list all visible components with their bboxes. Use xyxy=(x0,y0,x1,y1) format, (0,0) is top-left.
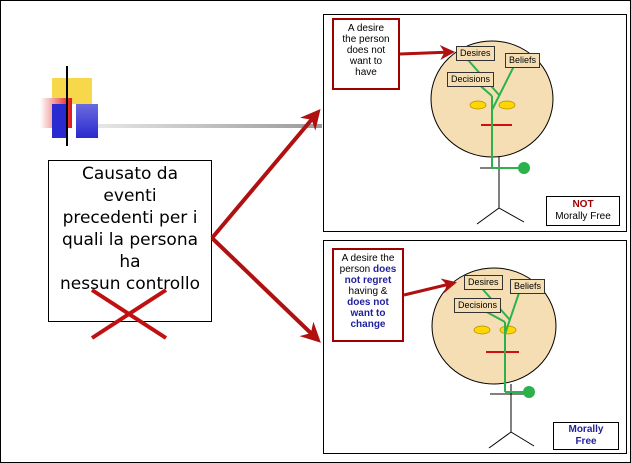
leg-right xyxy=(510,431,535,447)
leg-left xyxy=(476,207,500,225)
hand-ball-icon xyxy=(518,162,530,174)
tag-desires: Desires xyxy=(456,46,495,61)
status-line: Morally Free xyxy=(555,211,611,222)
leg-left xyxy=(488,431,512,449)
desire-line: A desire xyxy=(347,23,385,34)
cross-out-mark xyxy=(90,288,168,340)
cause-line: ha xyxy=(119,252,141,272)
cause-line: quali la persona xyxy=(61,230,199,250)
tag-decisions: Decisions xyxy=(447,72,495,87)
desire-emphasis: change xyxy=(350,319,386,330)
top-desire-box: A desire the person does not want to hav… xyxy=(332,18,400,90)
desire-line: the person xyxy=(342,34,390,45)
arrow-to-top-panel xyxy=(210,108,321,240)
desire-pointer-arrow xyxy=(399,44,455,60)
desire-line: want to xyxy=(349,56,383,67)
cause-text: Causato da eventi precedenti per i quali… xyxy=(48,163,212,295)
eye-right-icon xyxy=(498,100,516,110)
status-badge-free: Morally Free xyxy=(553,422,619,450)
desire-line: have xyxy=(355,67,377,78)
desire-line: does not xyxy=(346,45,386,56)
arrow-to-bottom-panel xyxy=(210,236,321,343)
decision-stem xyxy=(477,283,521,392)
cause-line: Causato da xyxy=(81,164,178,184)
hand-ball-icon xyxy=(523,386,535,398)
tag-beliefs: Beliefs xyxy=(505,53,541,68)
status-badge-not-free: NOT Morally Free xyxy=(546,196,620,226)
head-circle xyxy=(431,267,557,385)
desire-line: person xyxy=(339,264,371,275)
cause-line: eventi xyxy=(103,186,157,206)
desire-line: having & xyxy=(348,286,388,297)
desire-emphasis: not regret xyxy=(344,275,392,286)
tag-desires: Desires xyxy=(464,275,503,290)
eye-left-icon xyxy=(473,325,491,335)
eye-left-icon xyxy=(469,100,487,110)
leg-right xyxy=(498,207,525,223)
cause-box xyxy=(48,160,212,322)
decision-stem xyxy=(467,59,515,155)
desire-emphasis: does not xyxy=(347,297,389,308)
desire-line: A desire the xyxy=(341,253,395,264)
status-line: NOT xyxy=(572,199,594,210)
desire-emphasis: want to xyxy=(350,308,386,319)
bottom-desire-box: A desire the person does not regret havi… xyxy=(332,248,404,342)
status-line: Morally xyxy=(568,424,604,435)
tag-beliefs: Beliefs xyxy=(510,279,546,294)
cause-line: precedenti per i xyxy=(62,208,198,228)
desire-emphasis: does xyxy=(373,264,397,275)
status-line: Free xyxy=(575,436,597,447)
tag-decisions: Decisions xyxy=(454,298,502,313)
desire-pointer-arrow xyxy=(403,278,457,297)
